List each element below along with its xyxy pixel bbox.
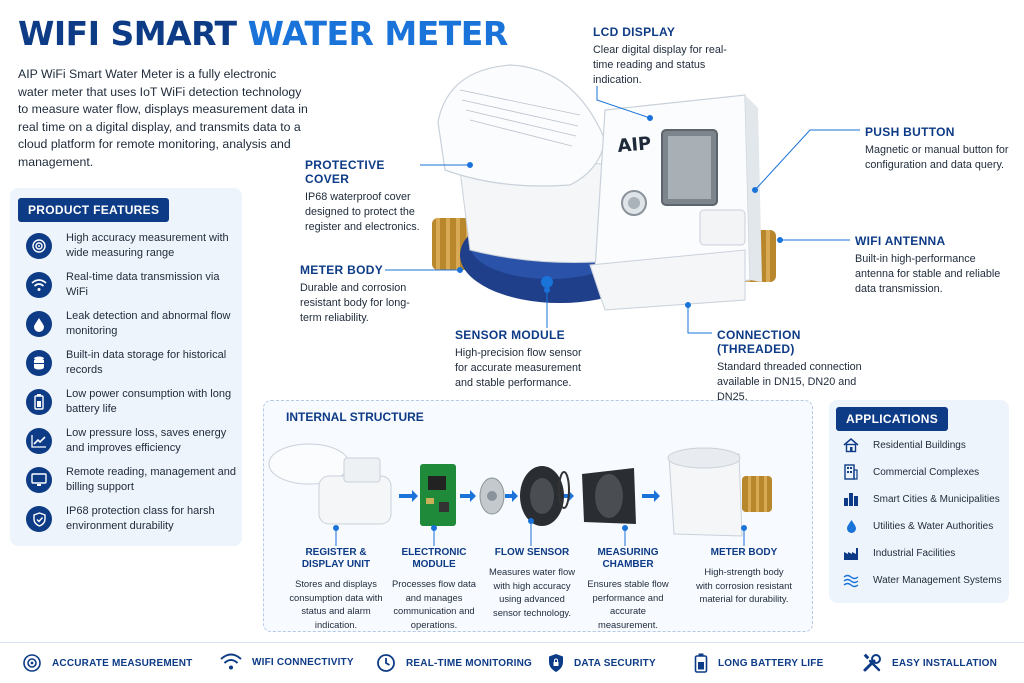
component-leaders xyxy=(333,518,747,546)
application-item: Utilities & Water Authorities xyxy=(841,516,1006,536)
meter-body-part xyxy=(667,447,772,537)
application-item: Industrial Facilities xyxy=(841,543,1006,563)
internal-structure-panel: INTERNAL STRUCTURE xyxy=(263,400,813,632)
chart-line-icon xyxy=(26,428,52,454)
intro-paragraph: AIP WiFi Smart Water Meter is a fully el… xyxy=(18,67,308,169)
callout-sensor-module: SENSOR MODULE High-precision flow sensor… xyxy=(455,328,582,389)
meter-brand: AIP xyxy=(617,133,653,157)
callout-lcd-display: LCD DISPLAY Clear digital display for re… xyxy=(593,25,727,86)
battery-icon xyxy=(26,389,52,415)
application-item: Residential Buildings xyxy=(841,435,1006,455)
feature-text: Real-time data transmission via WiFi xyxy=(66,271,220,298)
feature-text: Built-in data storage for historical rec… xyxy=(66,349,227,376)
water-drop-icon xyxy=(841,517,861,535)
tools-icon xyxy=(863,653,881,672)
city-icon xyxy=(841,490,861,508)
wifi-icon xyxy=(26,272,52,298)
component-electronic-module: ELECTRONIC MODULE Processes flow data an… xyxy=(392,547,476,630)
sensor-module-dot xyxy=(541,276,553,288)
bottom-feature-bar: ACCURATE MEASUREMENT WIFI CONNECTIVITY R… xyxy=(0,642,1024,683)
feature-item: IP68 protection class for harsh environm… xyxy=(26,501,240,537)
building-icon xyxy=(841,463,861,481)
feature-item: Leak detection and abnormal flow monitor… xyxy=(26,306,240,342)
factory-icon xyxy=(841,544,861,562)
flow-arrows xyxy=(399,490,660,502)
water-drop-icon xyxy=(26,311,52,337)
component-measuring-chamber: MEASURING CHAMBER Ensures stable flow pe… xyxy=(587,547,669,630)
bottom-item: WIFI CONNECTIVITY xyxy=(220,653,354,671)
measuring-chamber-part xyxy=(582,468,636,524)
applications-heading: APPLICATIONS xyxy=(836,407,949,431)
component-register-display: REGISTER & DISPLAY UNIT Stores and displ… xyxy=(289,547,383,630)
clock-icon xyxy=(377,654,395,672)
applications-panel: APPLICATIONS Residential Buildings Comme… xyxy=(829,400,1009,603)
bottom-item: EASY INSTALLATION xyxy=(862,653,997,673)
wifi-icon xyxy=(220,653,242,670)
callout-connection-threaded: CONNECTION (THREADED) Standard threaded … xyxy=(717,328,862,403)
component-meter-body: METER BODY High-strength body with corro… xyxy=(696,547,792,604)
feature-text: Remote reading, management and billing s… xyxy=(66,466,236,493)
house-icon xyxy=(841,436,861,454)
application-item: Smart Cities & Municipalities xyxy=(841,489,1006,509)
component-flow-sensor: FLOW SENSOR Measures water flow with hig… xyxy=(489,547,575,618)
database-icon xyxy=(26,350,52,376)
feature-text: IP68 protection class for harsh environm… xyxy=(66,505,215,532)
bottom-item: DATA SECURITY xyxy=(548,653,656,673)
battery-icon xyxy=(694,653,708,673)
feature-item: High accuracy measurement with wide meas… xyxy=(26,228,240,264)
feature-item: Built-in data storage for historical rec… xyxy=(26,345,240,381)
shield-icon xyxy=(26,506,52,532)
waves-icon xyxy=(841,571,861,589)
callout-meter-body: METER BODY Durable and corrosion resista… xyxy=(300,263,410,324)
internal-structure-heading: INTERNAL STRUCTURE xyxy=(286,410,424,424)
feature-text: High accuracy measurement with wide meas… xyxy=(66,232,229,259)
monitor-icon xyxy=(26,467,52,493)
callout-protective-cover: PROTECTIVE COVER IP68 waterproof cover d… xyxy=(305,158,420,233)
feature-item: Low power consumption with long battery … xyxy=(26,384,240,420)
feature-text: Low power consumption with long battery … xyxy=(66,388,232,415)
callout-push-button: PUSH BUTTON Magnetic or manual button fo… xyxy=(865,125,1009,171)
antenna-block xyxy=(699,209,746,246)
bottom-item: ACCURATE MEASUREMENT xyxy=(22,653,192,673)
product-features-panel: PRODUCT FEATURES High accuracy measureme… xyxy=(10,188,242,546)
register-unit-part xyxy=(268,443,392,525)
flow-sensor-part xyxy=(479,466,570,526)
feature-text: Leak detection and abnormal flow monitor… xyxy=(66,310,231,337)
exploded-view xyxy=(268,443,772,537)
bottom-item: LONG BATTERY LIFE xyxy=(694,653,823,673)
callout-wifi-antenna: WIFI ANTENNA Built-in high-performance a… xyxy=(855,234,1001,295)
feature-item: Remote reading, management and billing s… xyxy=(26,462,240,498)
product-features-heading: PRODUCT FEATURES xyxy=(18,198,170,222)
feature-item: Low pressure loss, saves energy and impr… xyxy=(26,423,240,459)
target-icon xyxy=(23,654,41,672)
lock-icon xyxy=(549,654,563,672)
application-item: Commercial Complexes xyxy=(841,462,1006,482)
electronic-module-part xyxy=(420,464,456,526)
page-title: WIFI SMART WATER METER xyxy=(18,14,508,53)
target-icon xyxy=(26,233,52,259)
application-item: Water Management Systems xyxy=(841,570,1006,590)
bottom-item: REAL-TIME MONITORING xyxy=(376,653,532,673)
feature-text: Low pressure loss, saves energy and impr… xyxy=(66,427,227,454)
feature-item: Real-time data transmission via WiFi xyxy=(26,267,240,303)
